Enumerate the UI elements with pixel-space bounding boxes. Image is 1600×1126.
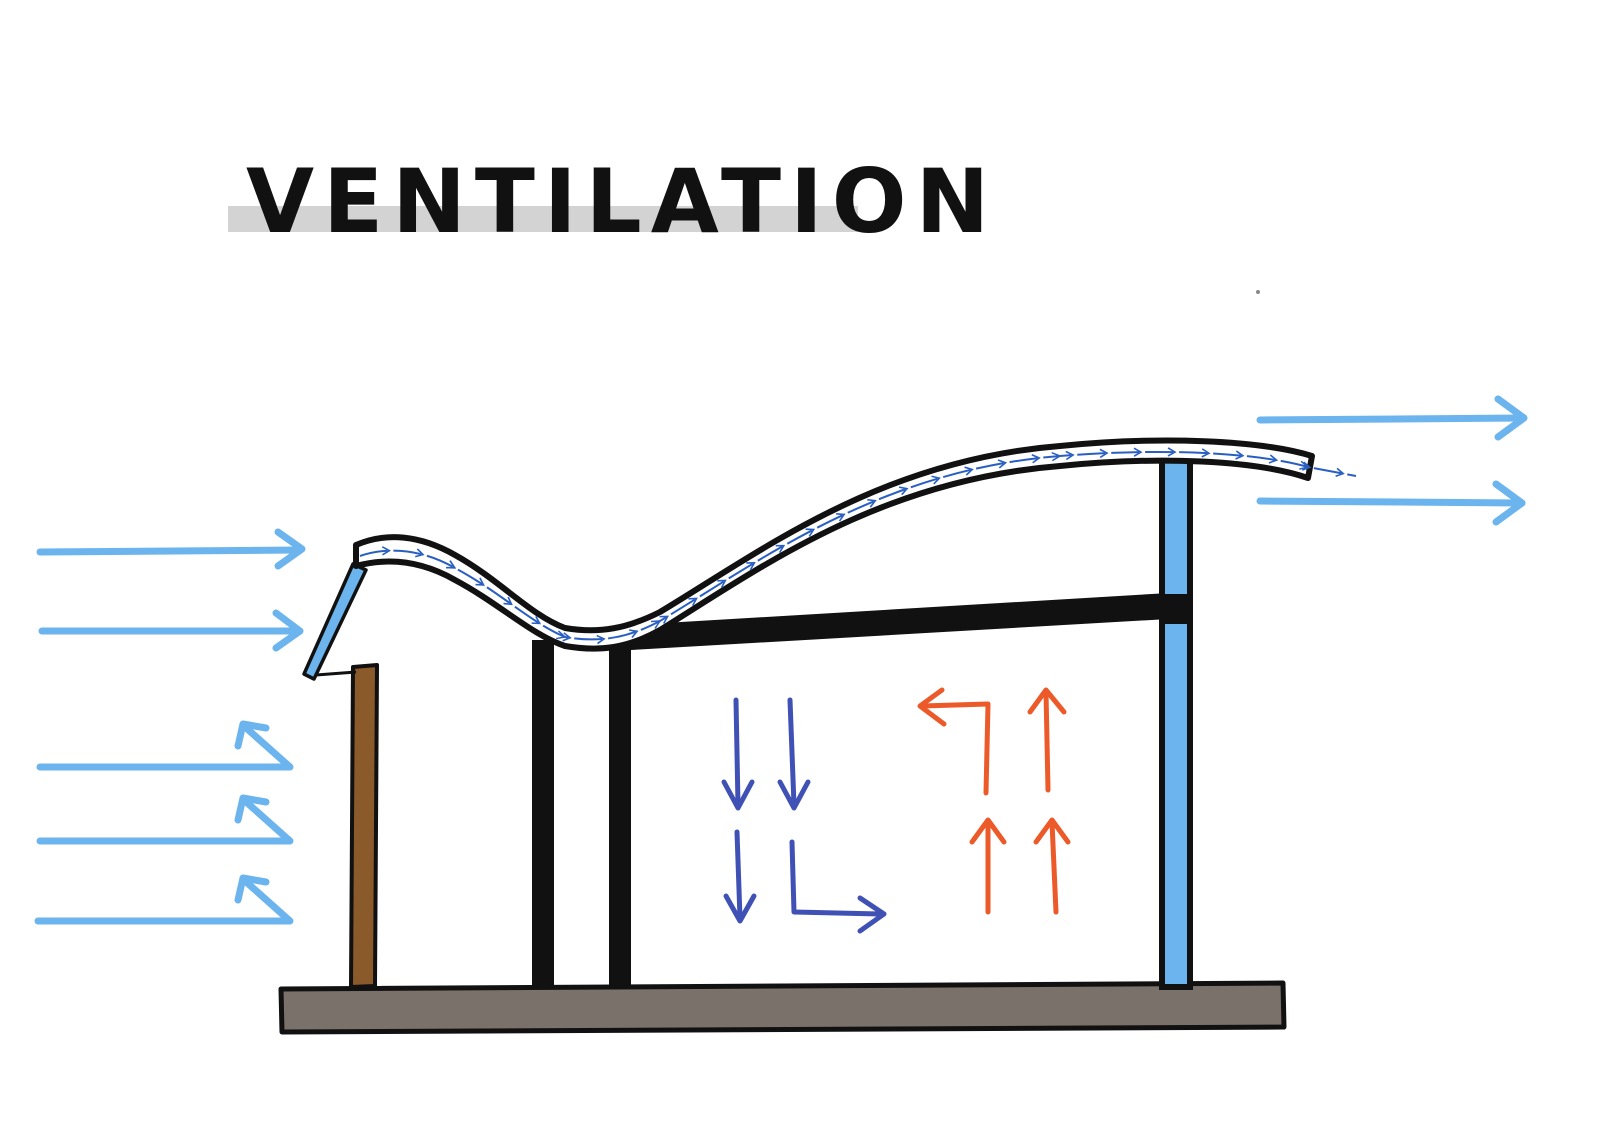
incoming-wind-arrows	[36, 528, 306, 652]
warm-air-arrows	[917, 687, 1071, 915]
warm-air-arrow-up-1	[1027, 687, 1067, 793]
deflected-wind-arrow-3	[34, 874, 294, 925]
warm-air-arrow-turn-left	[917, 687, 991, 796]
wooden-post	[349, 663, 379, 989]
column-right	[609, 642, 631, 988]
deflected-wind-arrow-1	[36, 720, 294, 771]
outgoing-wind-arrow-2	[1256, 480, 1526, 526]
roof-flow-arrowhead	[475, 577, 485, 586]
title-highlight-band	[228, 206, 858, 232]
glass-wall	[1159, 449, 1193, 990]
deflected-wind-arrow-2	[36, 794, 294, 845]
roof-flow-arrowhead	[717, 579, 727, 588]
incoming-wind-arrow-2	[38, 609, 304, 652]
warm-air-arrow-up-2	[969, 817, 1007, 915]
roof-flow-arrowhead	[1335, 467, 1345, 478]
horizontal-beam	[631, 592, 1186, 650]
cool-air-arrows	[721, 697, 887, 934]
title-block: VENTILATION	[228, 150, 989, 260]
roof-flow-arrowhead	[1099, 448, 1109, 459]
roof-flow-arrowhead	[1167, 447, 1177, 457]
roof-flow-arrowhead	[898, 486, 909, 496]
incoming-wind-arrow-1	[36, 528, 306, 570]
roof-flow-arrowhead	[659, 615, 669, 624]
page-title: VENTILATION	[246, 150, 999, 253]
roof-flow-arrowhead	[931, 475, 941, 485]
roof-flow-arrowhead	[997, 459, 1008, 469]
roof-flow-arrowhead	[867, 498, 877, 508]
roof-flow-arrowhead	[629, 629, 639, 639]
roof-flow-arrowhead	[1031, 454, 1041, 464]
deflected-wind-arrows	[34, 720, 294, 925]
roof-flow-arrowhead	[775, 544, 786, 554]
roof-cavity-airflow	[359, 450, 1357, 641]
roof-flow-arrowhead	[562, 632, 572, 642]
window-sill	[315, 670, 357, 677]
cool-air-arrow-down-3	[723, 829, 757, 924]
roof-flow-arrowhead	[746, 561, 756, 571]
roof-flow-arrowhead	[596, 634, 606, 645]
roof-flow-arrowhead	[964, 466, 974, 476]
roof-flow-arrowhead	[688, 597, 698, 606]
roof-flow-arrowhead	[805, 528, 816, 537]
cool-air-arrow-down-2	[777, 697, 811, 811]
roof-flow-arrowhead	[503, 596, 513, 606]
roof-flow-arrowhead	[1065, 450, 1075, 461]
speck-dot	[1256, 290, 1260, 294]
roof-flow-arrowhead	[531, 615, 542, 625]
roof-flow-arrowhead	[446, 560, 456, 569]
roof-flow-arrowheads	[381, 447, 1345, 645]
roof-flow-arrowhead	[381, 546, 392, 556]
roof-flow-arrowhead	[415, 548, 425, 558]
column-left	[532, 640, 554, 988]
outgoing-wind-arrows	[1256, 395, 1528, 526]
roof-flow-arrowhead	[836, 512, 846, 522]
roof-flow-arrowhead	[1235, 450, 1245, 460]
warm-air-arrow-up-3	[1033, 817, 1071, 915]
outgoing-wind-arrow-1	[1256, 395, 1528, 441]
roof-flow-arrowhead	[1133, 447, 1143, 457]
glass-louvre	[302, 562, 368, 681]
cool-air-arrow-turn-right	[789, 839, 887, 934]
roof-flow-arrowhead	[1268, 454, 1279, 464]
roof-flow-arrowhead	[1201, 448, 1211, 458]
ground-slab	[278, 980, 1287, 1035]
roof-flow-arrowhead	[1301, 461, 1312, 471]
glass-wall-mullion	[1160, 594, 1192, 624]
cool-air-arrow-down-1	[721, 697, 755, 811]
